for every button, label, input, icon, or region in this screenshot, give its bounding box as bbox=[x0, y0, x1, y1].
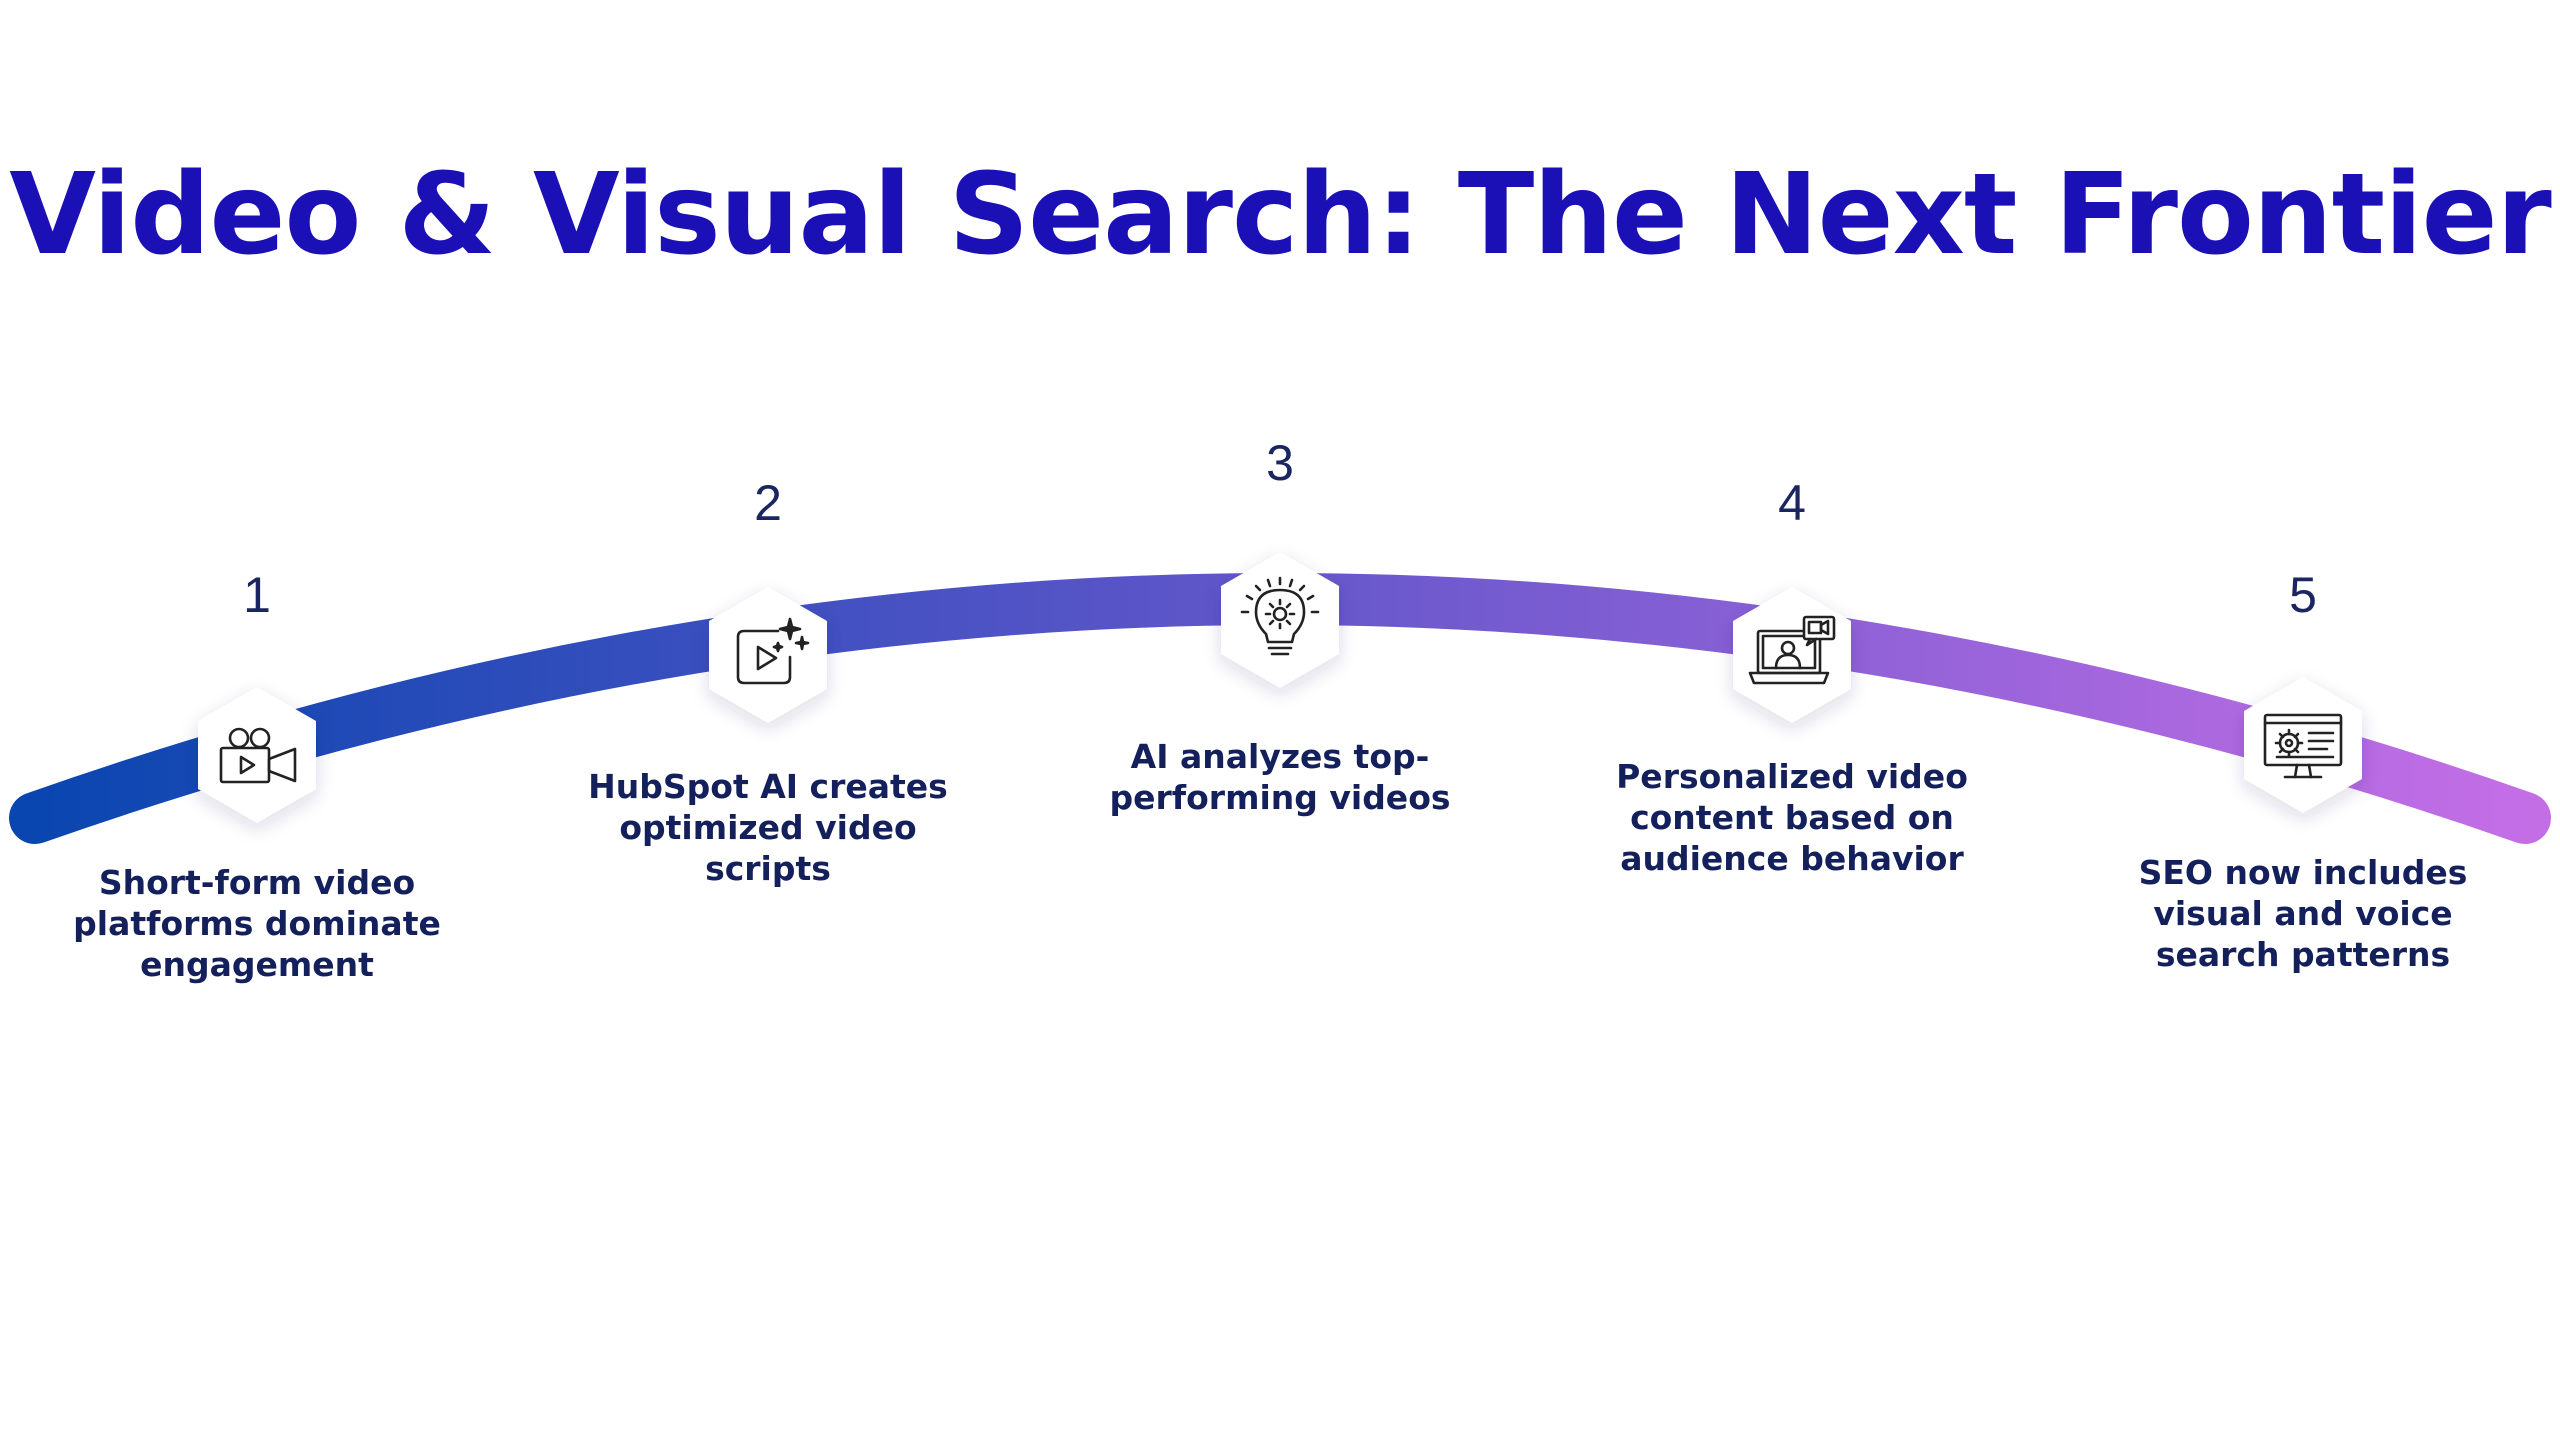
step-1-hexagon bbox=[182, 680, 332, 830]
step-4-line: audience behavior bbox=[1620, 839, 1964, 878]
step-1-description: Short-form video platforms dominate enga… bbox=[47, 862, 467, 985]
step-5-description: SEO now includes visual and voice search… bbox=[2093, 852, 2513, 975]
step-5-line: SEO now includes bbox=[2138, 853, 2468, 892]
step-2-description: HubSpot AI creates optimized video scrip… bbox=[558, 766, 978, 889]
step-number-4: 4 bbox=[1778, 475, 1806, 531]
step-3-hexagon bbox=[1205, 545, 1355, 695]
step-3-line: AI analyzes top- bbox=[1130, 737, 1430, 776]
step-2-line: optimized video bbox=[619, 808, 917, 847]
video-camera-icon bbox=[219, 727, 297, 784]
step-4-description: Personalized video content based on audi… bbox=[1582, 756, 2002, 879]
ai-video-sparkle-icon bbox=[736, 617, 810, 685]
step-3-description: AI analyzes top- performing videos bbox=[1070, 736, 1490, 818]
step-2-line: scripts bbox=[705, 849, 831, 888]
lightbulb-gear-icon bbox=[1240, 576, 1320, 656]
step-2-hexagon bbox=[693, 580, 843, 730]
seo-monitor-gear-icon bbox=[2263, 713, 2343, 779]
laptop-video-call-icon bbox=[1748, 615, 1836, 685]
step-4-line: Personalized video bbox=[1616, 757, 1968, 796]
step-number-1: 1 bbox=[243, 567, 271, 623]
step-5-hexagon bbox=[2228, 670, 2378, 820]
step-1-line: platforms dominate bbox=[73, 904, 441, 943]
step-3-line: performing videos bbox=[1109, 778, 1451, 817]
step-number-5: 5 bbox=[2289, 567, 2317, 623]
step-number-3: 3 bbox=[1266, 435, 1294, 491]
step-4-line: content based on bbox=[1630, 798, 1954, 837]
step-5-line: visual and voice bbox=[2153, 894, 2453, 933]
step-4-hexagon bbox=[1717, 580, 1867, 730]
step-1-line: engagement bbox=[140, 945, 374, 984]
step-5-line: search patterns bbox=[2155, 935, 2451, 974]
step-2-line: HubSpot AI creates bbox=[588, 767, 948, 806]
step-1-line: Short-form video bbox=[98, 863, 416, 902]
step-number-2: 2 bbox=[754, 475, 782, 531]
page-title: Video & Visual Search: The Next Frontier bbox=[9, 150, 2552, 280]
